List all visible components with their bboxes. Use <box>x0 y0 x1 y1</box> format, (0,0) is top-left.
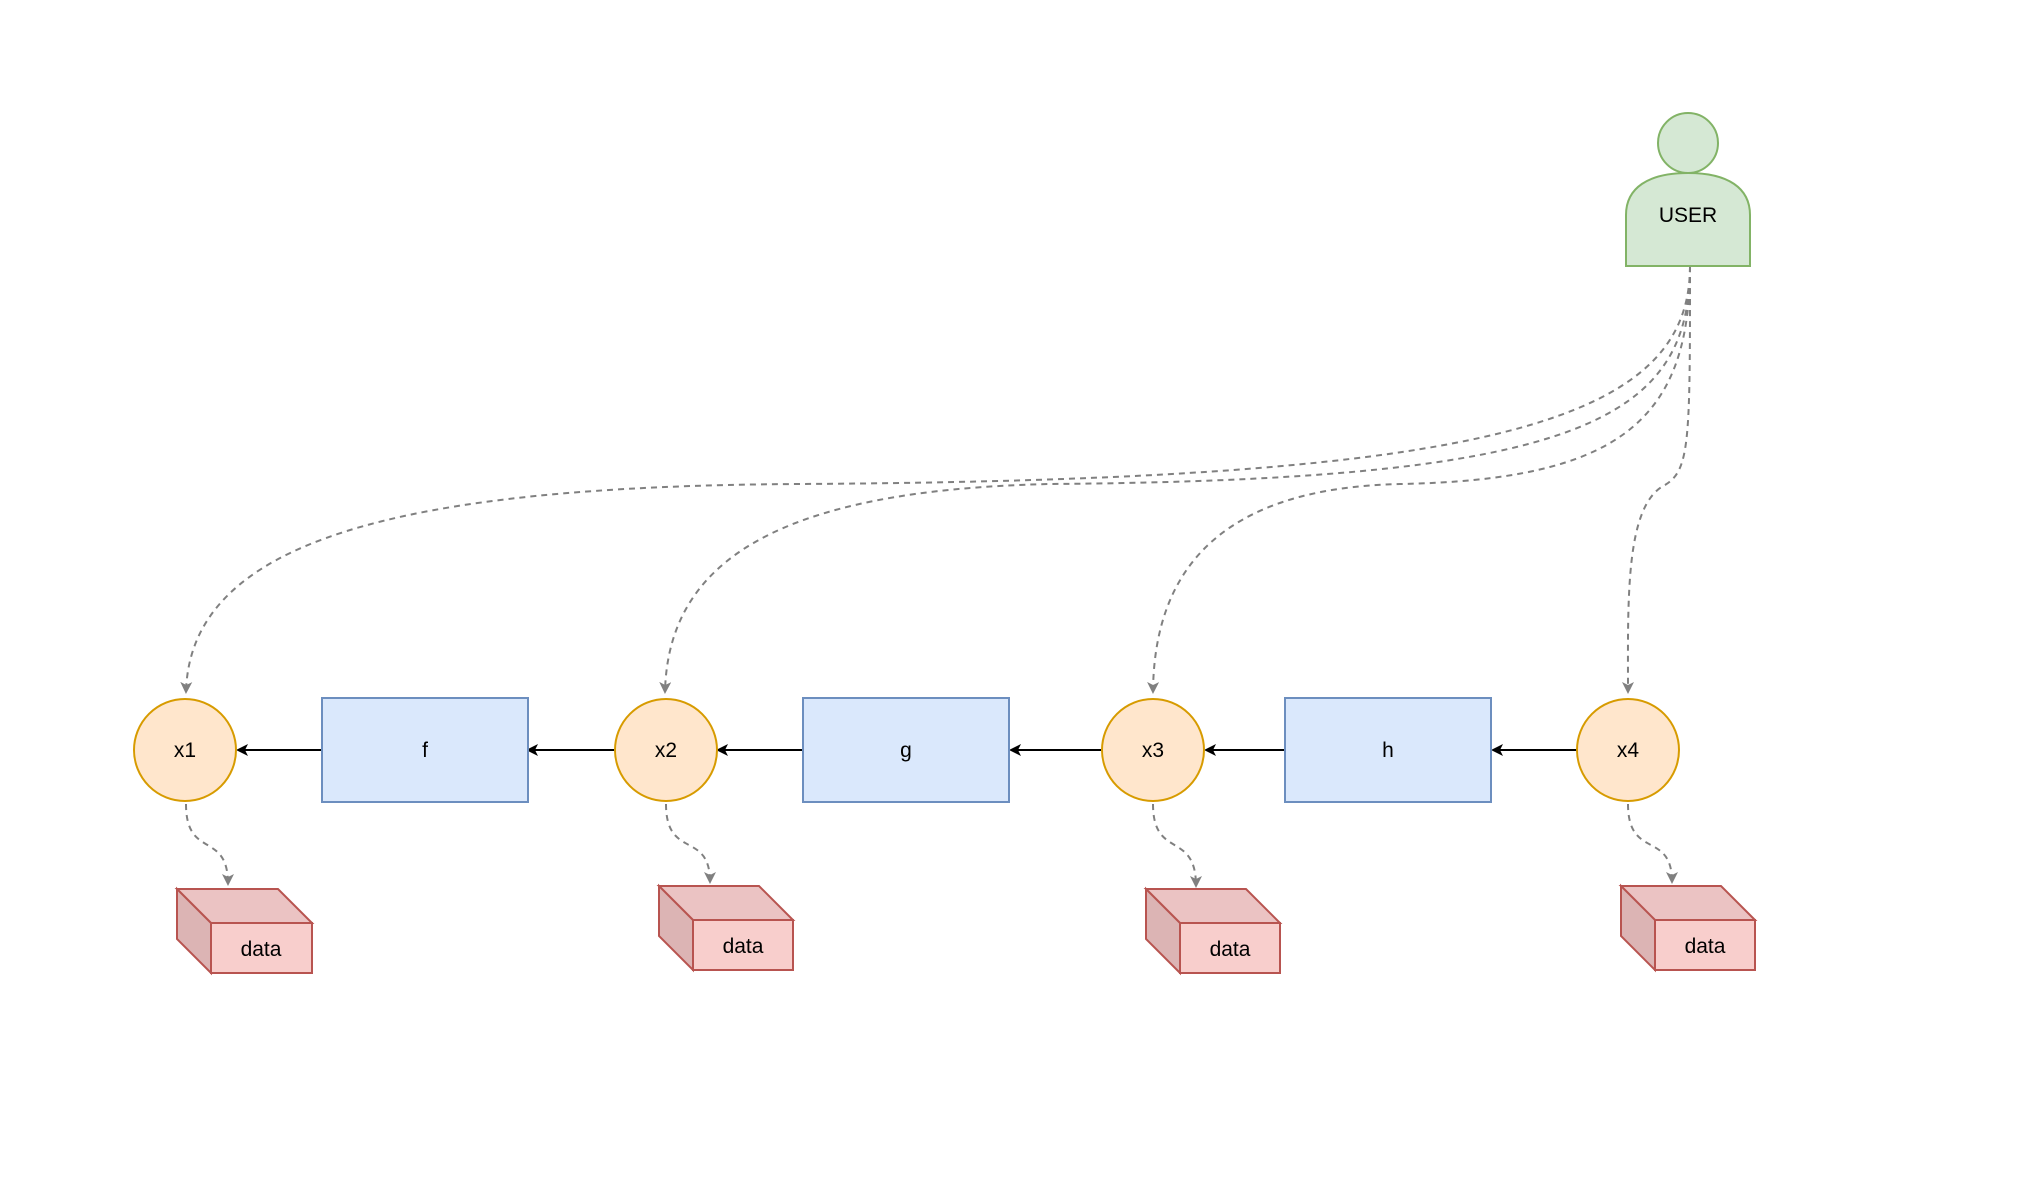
node-label-x4: x4 <box>1617 739 1640 762</box>
data-store-2[interactable]: data <box>656 883 796 973</box>
data-store-label-2: data <box>723 935 764 958</box>
node-label-x3: x3 <box>1142 739 1164 762</box>
function-label-g: g <box>900 739 912 762</box>
user-head-icon <box>1657 112 1719 174</box>
user-label: USER <box>1659 204 1717 227</box>
node-x3[interactable]: x3 <box>1101 698 1205 802</box>
function-box-g[interactable]: g <box>802 697 1010 803</box>
user-body-icon <box>1625 171 1751 267</box>
user-actor[interactable]: USER <box>1625 112 1751 267</box>
node-x4[interactable]: x4 <box>1576 698 1680 802</box>
edge-user-x3 <box>1147 265 1691 694</box>
data-store-label-1: data <box>241 938 282 961</box>
edge-x1-data <box>185 803 234 886</box>
edge-x3-data <box>1152 803 1202 888</box>
node-x2[interactable]: x2 <box>614 698 718 802</box>
node-label-x2: x2 <box>655 739 677 762</box>
function-label-h: h <box>1382 739 1394 762</box>
node-x1[interactable]: x1 <box>133 698 237 802</box>
function-box-f[interactable]: f <box>321 697 529 803</box>
function-label-f: f <box>422 739 428 762</box>
edge-user-x1 <box>180 265 1691 694</box>
data-store-3[interactable]: data <box>1143 886 1283 976</box>
function-box-h[interactable]: h <box>1284 697 1492 803</box>
data-store-label-3: data <box>1210 938 1251 961</box>
data-store-label-4: data <box>1685 935 1726 958</box>
node-label-x1: x1 <box>174 739 196 762</box>
data-store-4[interactable]: data <box>1618 883 1758 973</box>
edge-user-x2 <box>659 265 1691 694</box>
edge-x2-data <box>665 803 716 884</box>
data-store-1[interactable]: data <box>174 886 315 976</box>
edge-user-x4 <box>1621 265 1691 694</box>
edge-x4-data <box>1627 803 1678 884</box>
